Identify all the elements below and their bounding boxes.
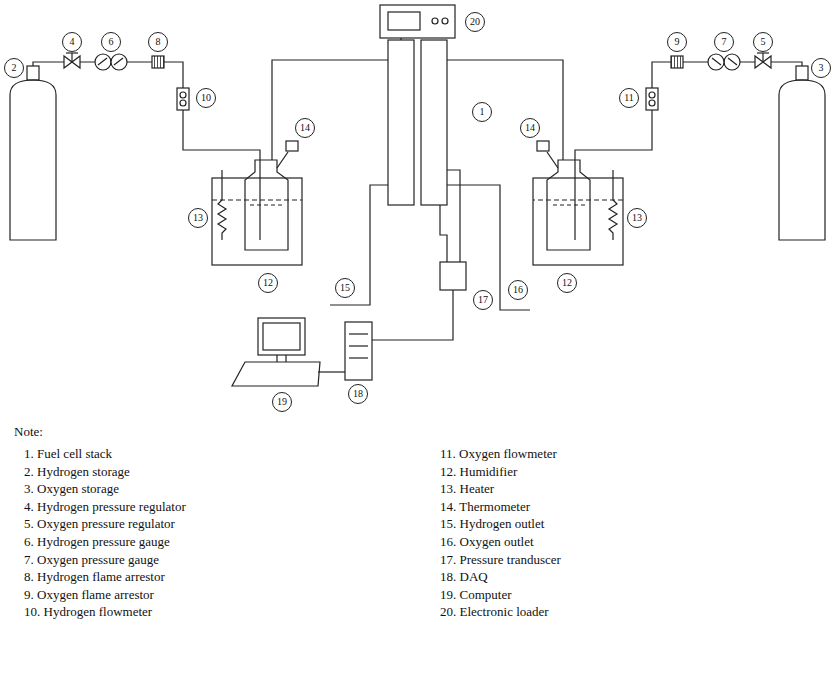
callout-number: 16: [508, 280, 528, 300]
pressure-gauge: [95, 54, 111, 70]
signal-wire: [372, 290, 453, 340]
note-text: 6. Hydrogen pressure gauge: [24, 534, 170, 550]
pressure-line: [440, 205, 447, 262]
daq-slot: [349, 333, 368, 334]
callout-number: 2: [4, 58, 24, 78]
electronic-loader: [380, 5, 455, 38]
pressure-transducer: [440, 262, 466, 290]
note-text: 13. Heater: [440, 481, 494, 497]
computer-screen: [263, 323, 300, 350]
note-text: 14. Thermometer: [440, 499, 530, 515]
callout-number: 19: [272, 392, 292, 412]
loader-knob: [442, 18, 448, 24]
callout-number: 14: [520, 118, 540, 138]
computer-monitor: [258, 318, 305, 355]
heater-coil: [218, 170, 226, 240]
flowmeter: [177, 88, 189, 110]
callout-number: 7: [714, 32, 734, 52]
callout-number: 3: [811, 58, 831, 78]
callout-number: 20: [465, 12, 485, 32]
flame-arrestor: [152, 56, 164, 68]
callout-number: 11: [619, 88, 639, 108]
data-cable: [318, 371, 345, 372]
callout-number: 8: [148, 32, 168, 52]
note-text: 15. Hydrogen outlet: [440, 516, 544, 532]
callout-number: 12: [557, 273, 577, 293]
callout-number: 6: [101, 32, 121, 52]
bottle-water-level: [250, 204, 283, 205]
note-text: 19. Computer: [440, 587, 512, 603]
callout-number: 5: [753, 32, 773, 52]
callout-number: 12: [258, 273, 278, 293]
note-text: 10. Hydrogen flowmeter: [24, 604, 152, 620]
callout-number: 18: [348, 384, 368, 404]
flowmeter-float: [180, 92, 186, 98]
thermometer: [286, 141, 298, 151]
hydrogen-outlet-pipe: [330, 185, 388, 305]
note-text: 7. Oxygen pressure gauge: [24, 552, 159, 568]
note-text: 8. Hydrogen flame arrestor: [24, 569, 165, 585]
callout-number: 13: [627, 208, 647, 228]
callout-number: 9: [667, 32, 687, 52]
daq-slot: [349, 345, 368, 346]
regulator-handle: [66, 52, 78, 53]
gauge-needle: [98, 58, 107, 65]
callout-number: 10: [196, 88, 216, 108]
regulator-stem: [71, 53, 72, 62]
note-text: 1. Fuel cell stack: [24, 446, 112, 462]
monitor-stand: [277, 355, 286, 362]
callout-number: 13: [188, 208, 208, 228]
thermometer-stem: [277, 152, 288, 168]
note-text: 20. Electronic loader: [440, 604, 549, 620]
note-text: 4. Hydrogen pressure regulator: [24, 499, 186, 515]
note-text: 9. Oxygen flame arrestor: [24, 587, 154, 603]
hydrogen-supply-line: [10, 53, 388, 265]
oxygen-supply-line: [447, 53, 825, 265]
note-text: 18. DAQ: [440, 569, 488, 585]
callout-number: 1: [472, 102, 492, 122]
gauge-needle: [114, 58, 123, 65]
callout-number: 17: [473, 290, 493, 310]
note-text: 3. Oxygen storage: [24, 481, 119, 497]
daq-unit: [345, 322, 372, 380]
note-text: 5. Oxygen pressure regulator: [24, 516, 175, 532]
callout-number: 15: [335, 278, 355, 298]
computer-keyboard: [232, 362, 320, 386]
load-wire: [400, 38, 401, 40]
pressure-gauge: [111, 54, 127, 70]
gas-cylinder: [10, 80, 56, 240]
gas-pipe: [183, 110, 260, 240]
pressure-line: [447, 170, 460, 262]
loader-screen: [388, 12, 420, 30]
note-text: 17. Pressure tranduscer: [440, 552, 561, 568]
callout-number: 4: [62, 32, 82, 52]
loader-knob: [432, 18, 438, 24]
note-text: Note:: [14, 424, 43, 440]
note-text: 12. Humidifier: [440, 464, 517, 480]
callout-number: 14: [295, 118, 315, 138]
note-text: 16. Oxygen outlet: [440, 534, 534, 550]
note-text: 11. Oxygen flowmeter: [440, 446, 557, 462]
fuel-cell-stack: [421, 40, 447, 205]
humidifier-bottle: [245, 160, 288, 250]
cylinder-neck: [27, 66, 39, 80]
daq-slot: [349, 357, 368, 358]
fuel-cell-stack: [388, 40, 414, 205]
flowmeter-float: [180, 100, 186, 106]
gas-pipe: [272, 60, 388, 160]
note-text: 2. Hydrogen storage: [24, 464, 130, 480]
